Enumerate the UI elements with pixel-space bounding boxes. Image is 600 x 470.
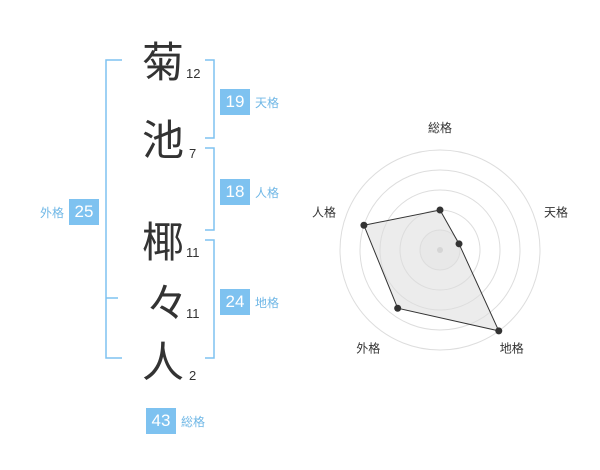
radar-axis-label-5: 人格: [312, 204, 336, 219]
name-char-1: 菊: [142, 38, 185, 87]
stroke-count-5: 2: [189, 368, 197, 383]
radar-point-3: [495, 327, 503, 335]
radar-point-2: [455, 240, 463, 248]
name-char-3: 椰: [142, 218, 185, 267]
soukaku-value: 43: [146, 408, 176, 434]
tenkaku-label: 天格: [255, 95, 280, 110]
tenkaku-bracket: [205, 59, 215, 139]
radar-point-1: [436, 206, 444, 214]
chikaku-bracket: [205, 239, 215, 359]
radar-axis-label-1: 総格: [428, 120, 452, 135]
stroke-count-3: 11: [186, 245, 200, 260]
radar-point-4: [394, 304, 402, 312]
name-char-4: 々: [146, 279, 189, 328]
stroke-count-1: 12: [186, 66, 201, 81]
name-char-2: 池: [142, 116, 185, 165]
jinkaku-label: 人格: [255, 185, 280, 200]
jinkaku-badge: 18 人格: [220, 179, 279, 205]
gaikaku-bracket: [105, 59, 122, 359]
tenkaku-value: 19: [220, 89, 250, 115]
soukaku-badge: 43 総格: [146, 408, 205, 434]
soukaku-label: 総格: [181, 414, 206, 429]
radar-point-5: [360, 221, 368, 229]
jinkaku-bracket: [205, 147, 215, 231]
gaikaku-label: 外格: [40, 205, 65, 220]
radar-axis-label-4: 外格: [356, 341, 380, 356]
stroke-count-4: 11: [186, 306, 200, 321]
radar-axis-label-2: 天格: [544, 204, 568, 219]
stroke-count-2: 7: [189, 146, 197, 161]
radar-area: [363, 209, 500, 332]
gaikaku-badge: 外格 25: [40, 199, 100, 225]
gaikaku-value: 25: [69, 199, 100, 225]
chikaku-value: 24: [220, 289, 250, 315]
name-char-5: 人: [142, 338, 185, 387]
radar-axis-label-3: 地格: [500, 341, 524, 356]
chikaku-label: 地格: [255, 295, 280, 310]
chikaku-badge: 24 地格: [220, 289, 279, 315]
jinkaku-value: 18: [220, 179, 250, 205]
tenkaku-badge: 19 天格: [220, 89, 279, 115]
